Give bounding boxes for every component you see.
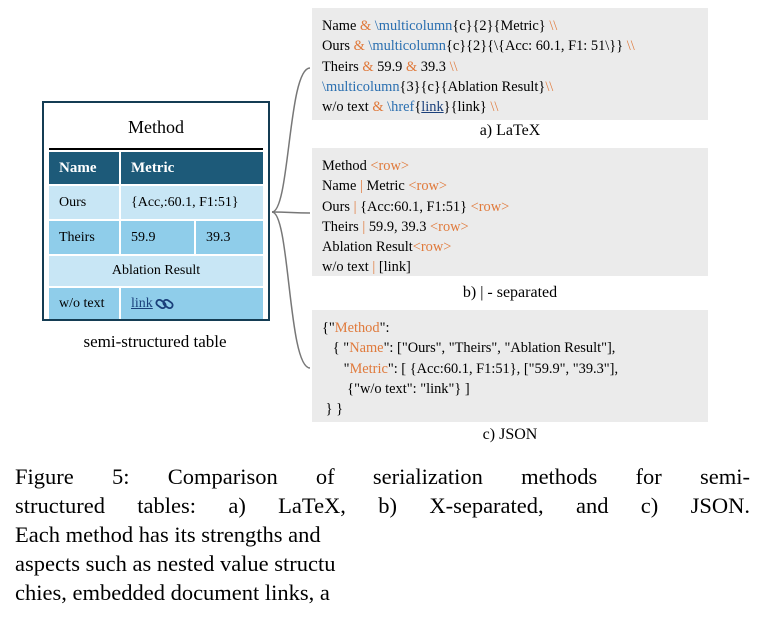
pipe: |	[353, 198, 357, 215]
code-text: {Acc:60.1, F1:51}	[356, 198, 471, 215]
separated-caption: b) | - separated	[462, 284, 558, 301]
code-text: [link]	[375, 259, 411, 276]
pipe: |	[372, 259, 376, 276]
row-tag: <row>	[408, 178, 448, 195]
code-text: ": ["Ours", "Theirs", "Ablation Result"]…	[383, 340, 616, 357]
connector-to-latex	[271, 67, 311, 213]
row-tag: <row>	[470, 198, 510, 215]
table-title: Method	[128, 117, 184, 137]
code-text: {link}	[450, 99, 491, 116]
latex-link[interactable]: link	[421, 99, 444, 116]
caption-line: aspects such as nested value structu	[15, 551, 336, 576]
header-name: Name	[49, 152, 119, 184]
pipe: |	[362, 218, 366, 235]
code-linebreak: \\	[545, 78, 554, 95]
code-cmd: \href	[383, 99, 415, 116]
code-cmd: \multicolumn	[322, 78, 400, 95]
table-caption: semi-structured table	[83, 332, 227, 351]
code-text: 59.9, 39.3	[365, 218, 431, 235]
json-panel: {"Method": { "Name": ["Ours", "Theirs", …	[312, 310, 708, 422]
code-text: {c}{2}{\{Acc: 60.1, F1: 51\}}	[445, 38, 627, 55]
code-text: ": [ {Acc:60.1, F1:51}, ["59.9", "39.3"]…	[387, 360, 619, 377]
code-text: Ours	[322, 198, 354, 215]
connector-to-separated	[271, 211, 311, 214]
code-amp: &	[353, 38, 365, 55]
code-text: Name	[322, 18, 360, 34]
code-text: {	[414, 99, 422, 116]
cell-wotext-name: w/o text	[49, 288, 119, 319]
code-text: ":	[379, 320, 390, 336]
code-text: } }	[322, 401, 344, 418]
cell-ours-name: Ours	[49, 186, 119, 219]
json-caption: c) JSON	[482, 426, 538, 443]
caption-line: chies, embedded document links, a	[15, 580, 330, 605]
code-amp: &	[362, 58, 374, 75]
json-key: Metric	[349, 360, 388, 377]
code-text: "	[322, 360, 350, 377]
caption-line: structured tables: a) LaTeX, b) X-separa…	[15, 493, 750, 518]
code-text: { "	[322, 340, 350, 357]
code-text: Name	[322, 178, 360, 195]
latex-caption: a) LaTeX	[479, 122, 541, 139]
header-metric: Metric	[121, 152, 263, 184]
code-text: Ablation Result	[322, 239, 413, 256]
code-text: {"	[322, 320, 335, 336]
occlusion-overlay	[440, 535, 780, 635]
code-text: {3}{c}{Ablation Result}	[399, 78, 546, 95]
code-cmd: \multicolumn	[368, 38, 446, 55]
code-text: Method	[322, 158, 371, 174]
cell-theirs-v1: 59.9	[121, 221, 194, 254]
code-text: 59.9	[373, 58, 406, 75]
connector-to-json	[271, 211, 311, 369]
row-tag: <row>	[370, 158, 409, 174]
code-text: Theirs	[322, 58, 363, 75]
code-amp: &	[372, 99, 384, 116]
code-linebreak: \\	[626, 38, 635, 55]
pipe: |	[359, 178, 363, 195]
code-text: {"w/o text": "link"} ]	[322, 380, 470, 397]
row-tag: <row>	[412, 239, 452, 256]
latex-panel: Name & \multicolumn{c}{2}{Metric} \\ Our…	[312, 8, 708, 120]
json-key: Method	[334, 320, 380, 336]
code-linebreak: \\	[549, 18, 558, 34]
code-text: {c}{2}{Metric}	[452, 18, 550, 34]
cell-ours-metric: {Acc,:60.1, F1:51}	[121, 186, 263, 219]
cell-theirs-v2: 39.3	[196, 221, 263, 254]
code-text: }	[443, 99, 451, 116]
code-text: 39.3	[417, 58, 450, 75]
code-cmd: \multicolumn	[374, 18, 453, 34]
code-text: w/o text	[322, 259, 373, 276]
semi-structured-table: Method Name Metric Ours {Acc,:60.1, F1:5…	[42, 101, 270, 321]
code-linebreak: \\	[490, 99, 499, 116]
chain-link-icon	[155, 298, 174, 309]
caption-line: Each method has its strengths and	[15, 522, 321, 547]
figure-caption: Figure 5: Comparison of serialization me…	[15, 462, 750, 607]
code-text: Theirs	[322, 218, 363, 235]
row-tag: <row>	[430, 218, 469, 235]
code-amp: &	[405, 58, 418, 75]
cell-ablation: Ablation Result	[49, 256, 263, 286]
code-text: Ours	[322, 38, 354, 55]
code-text: w/o text	[322, 99, 373, 116]
separated-panel: Method <row> Name | Metric <row> Ours | …	[312, 148, 708, 276]
caption-line: Figure 5: Comparison of serialization me…	[15, 464, 750, 489]
table-title-rule	[49, 148, 263, 150]
cell-wotext-link: link	[121, 288, 263, 319]
code-text: Metric	[362, 178, 409, 195]
json-key: Name	[349, 340, 384, 357]
cell-theirs-name: Theirs	[49, 221, 119, 254]
table-link[interactable]: link	[131, 295, 153, 311]
code-amp: &	[359, 18, 372, 34]
code-linebreak: \\	[449, 58, 458, 75]
